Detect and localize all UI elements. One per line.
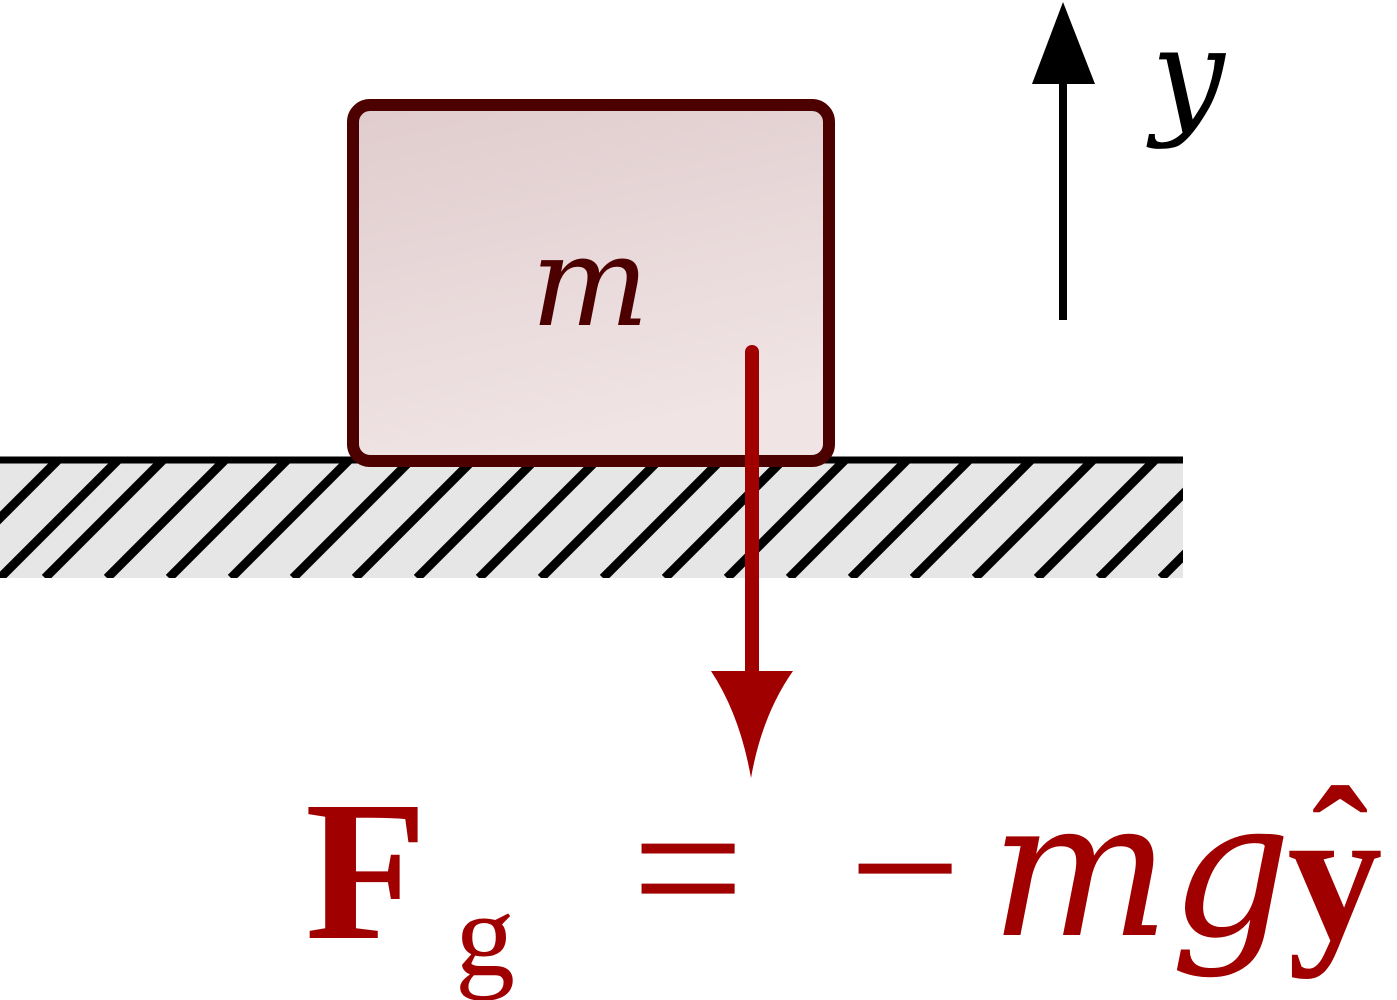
unit-vector-hat: ˆ (1312, 754, 1369, 942)
mass-block-box (347, 99, 835, 467)
gravity-force-arrow (711, 345, 793, 778)
force-symbol: F (305, 761, 427, 982)
minus-sign: − (849, 758, 962, 979)
ground-fill (0, 460, 1183, 578)
unit-vector-y: y (1288, 770, 1383, 980)
y-axis-label: y (1146, 0, 1226, 151)
force-equation: F g = − mg y ˆ (305, 754, 1383, 1000)
y-axis-arrow: y (1032, 0, 1226, 320)
mass-label: m (531, 210, 650, 355)
arrow-down-icon (711, 671, 793, 778)
mass-block: m (347, 99, 835, 467)
ground (0, 456, 1183, 578)
arrow-up-icon (1032, 2, 1095, 84)
mg-variables: mg (990, 759, 1292, 980)
force-subscript: g (455, 868, 515, 1000)
equals-sign: = (632, 758, 745, 979)
